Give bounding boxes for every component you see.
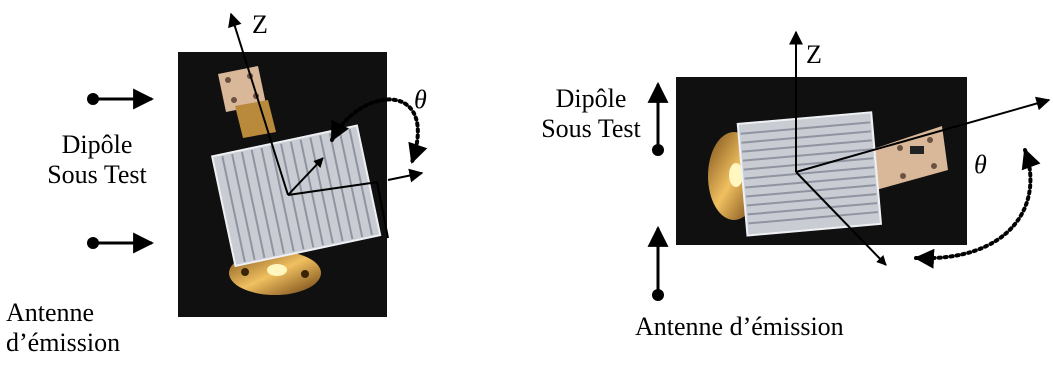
right-theta-label: θ [974,150,987,179]
left-x-axis-vertical [376,181,389,239]
right-y-axis [795,171,887,266]
right-incident-arrow-bottom [647,225,669,301]
left-incident-arrow-top [87,88,155,110]
right-dut-line1: Dipôle [555,84,627,113]
left-z-axis [228,12,289,196]
left-tx-line1: Antenne [6,298,95,327]
left-theta-label: θ [414,85,427,114]
left-dut-label: Dipôle Sous Test [22,130,172,190]
left-y-axis [287,157,324,196]
right-dut-line2: Sous Test [541,114,641,143]
right-tx-label: Antenne d’émission [635,312,844,341]
right-theta-arc [914,148,1041,269]
right-dut-label: Dipôle Sous Test [520,84,662,144]
right-incident-arrow-top [647,81,669,156]
right-photo [676,77,967,245]
right-x-axis [795,96,1051,173]
left-dut-line1: Dipôle [61,130,133,159]
left-incident-arrow-bottom [87,232,155,254]
left-dut-line2: Sous Test [47,160,147,189]
right-heatsink [736,111,883,237]
left-x-axis-segment [287,181,379,196]
left-theta-arc [330,97,428,164]
left-tx-label: Antenne d’émission [6,298,120,358]
left-tx-line2: d’émission [6,328,121,357]
left-photo [178,52,387,317]
left-x-axis-arrow [387,168,424,183]
right-z-label: Z [806,40,822,69]
left-z-label: Z [252,10,268,39]
